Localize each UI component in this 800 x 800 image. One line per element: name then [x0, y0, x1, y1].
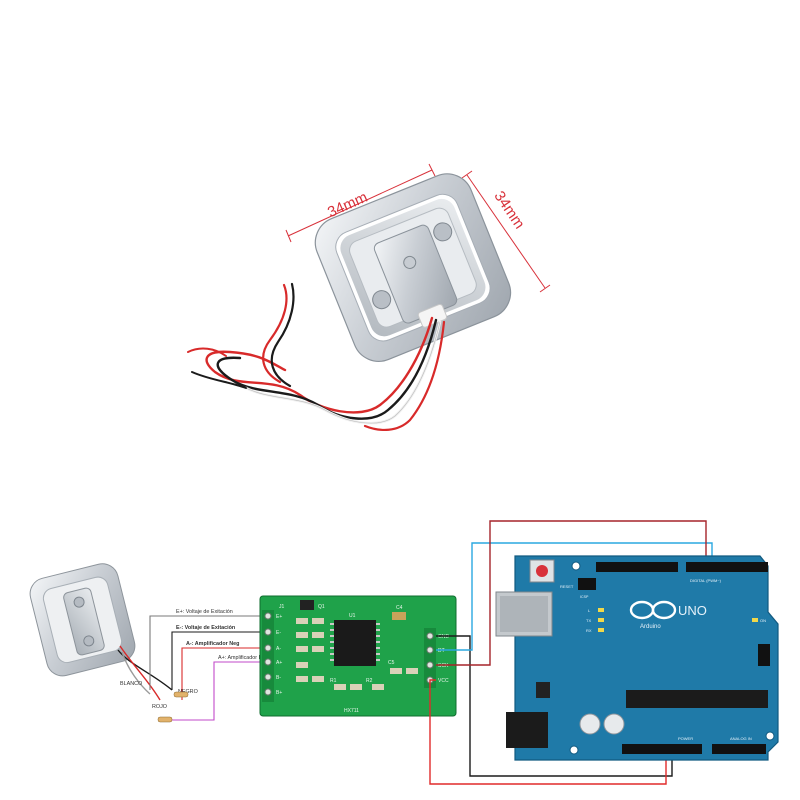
silk-analog: ANALOG IN [730, 736, 752, 741]
silk-led-tx: TX [586, 618, 591, 623]
silk-digital: DIGITAL (PWM~) [690, 578, 722, 583]
silk-r2: R2 [366, 678, 373, 684]
silk-c4: C4 [396, 605, 403, 611]
pin-label-a-plus: A+ [276, 660, 282, 666]
silk-module-name: HX711 [344, 708, 359, 714]
pin-label-gnd: GND [438, 634, 450, 640]
load-cell-photo: 34mm 34mm [187, 163, 551, 432]
arduino-uno-board: RESET DIGITAL (PWM~) ICSP L TX RX ON UNO… [495, 555, 779, 761]
wire-label-red: ROJO [152, 704, 167, 710]
brand-label: Arduino [640, 624, 661, 630]
power-header [622, 744, 702, 754]
pin-label-sck: SCK [438, 663, 449, 669]
hx711-left-header [262, 610, 274, 702]
resistor-1 [173, 691, 189, 698]
hx711-right-pin-labels: GND DT SCK VCC [438, 634, 450, 684]
wiring-diagram: E+: Voltaje de Exitación E-: Voltaje de … [120, 609, 277, 723]
load-cell-diagram-leads [117, 645, 173, 701]
wire-label-white: BLANCO [120, 681, 142, 687]
analog-header [712, 744, 766, 754]
pin-label-a-minus: A- [276, 646, 281, 652]
silk-led-l: L [588, 608, 591, 613]
silk-power: POWER [678, 736, 693, 741]
silk-j1: J1 [279, 604, 285, 610]
label-e-plus: E+: Voltaje de Exitación [176, 609, 233, 615]
hx711-chip: U1 [330, 613, 380, 666]
load-cell-frame [314, 173, 512, 362]
silk-icsp: ICSP [580, 595, 589, 599]
status-leds: L TX RX ON [586, 608, 766, 633]
pin-label-dt: DT [438, 648, 445, 654]
resistor-2 [157, 716, 173, 723]
hx711-right-header [424, 628, 436, 688]
silk-u1: U1 [349, 613, 356, 619]
silk-q1: Q1 [318, 604, 325, 610]
wire-label-black: NEGRO [178, 689, 198, 695]
silk-c5: C5 [388, 660, 395, 666]
uno-label: UNO [678, 603, 707, 618]
silk-reset: RESET [560, 584, 574, 589]
pin-label-b-minus: B- [276, 675, 281, 681]
load-cell-wires [187, 282, 446, 432]
silk-r1: R1 [330, 678, 337, 684]
pin-label-e-plus: E+ [276, 614, 282, 620]
digital-header [596, 562, 768, 572]
label-a-plus: A+: Amplificador Positivo [218, 655, 277, 661]
dimension-height-label: 34mm [490, 188, 527, 232]
pin-label-b-plus: B+ [276, 690, 282, 696]
hx711-left-pin-labels: E+ E- A- A+ B- B+ [276, 614, 282, 696]
atmega-chip [626, 690, 768, 708]
hx711-passives: C4 C5 R1 R2 [296, 605, 418, 690]
hx711-to-arduino-wires [429, 520, 713, 785]
silk-on: ON [760, 618, 766, 623]
label-a-minus: A-: Amplificador Neg [186, 641, 239, 647]
hx711-q1: Q1 [300, 600, 325, 610]
pin-label-vcc: VCC [438, 678, 449, 684]
pin-label-e-minus: E- [276, 630, 281, 636]
arduino-logo: UNO Arduino [629, 600, 707, 630]
silk-led-rx: RX [586, 628, 592, 633]
load-cell-diagram [29, 563, 136, 677]
hx711-board: E+ E- A- A+ B- B+ J1 Q1 [259, 595, 457, 717]
label-e-minus: E-: Voltaje de Exitación [176, 625, 235, 631]
reset-button[interactable] [529, 559, 555, 583]
